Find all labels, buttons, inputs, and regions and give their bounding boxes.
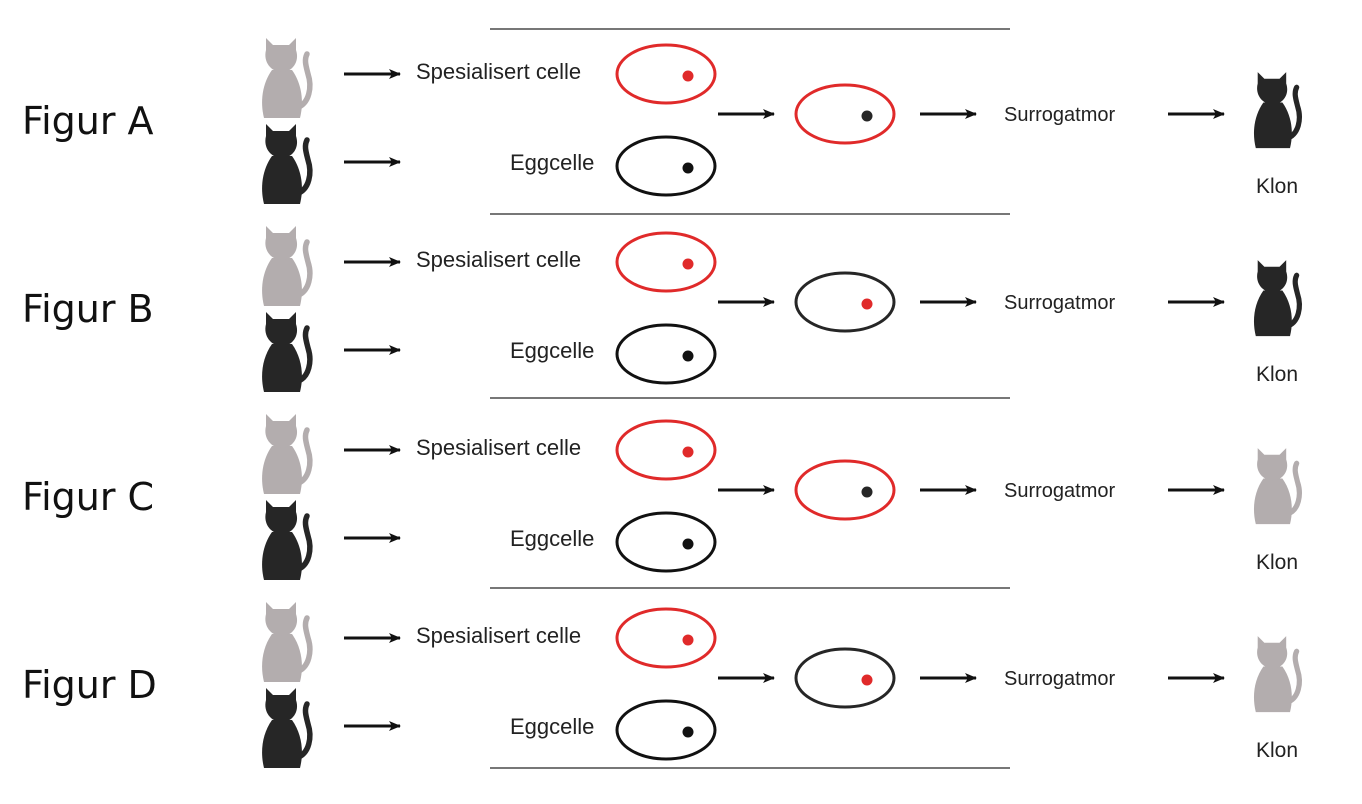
cell-membrane (615, 43, 717, 105)
egg-cell (615, 699, 717, 761)
cell-membrane (794, 83, 896, 145)
egg-donor-cat-icon (262, 500, 313, 580)
cell-nucleus (682, 634, 694, 646)
clone-cat-icon (1253, 636, 1302, 713)
cell-nucleus (682, 350, 694, 362)
clone-cat-icon (1253, 72, 1302, 149)
donor-cat-icon (262, 226, 313, 306)
figure-label: Figur A (22, 99, 154, 143)
clone-cat-icon (1253, 260, 1302, 337)
fused-cell (794, 271, 896, 333)
cell-membrane (794, 647, 896, 709)
surrogate-label: Surrogatmor (1004, 104, 1115, 126)
specialized-cell-label: Spesialisert celle (416, 435, 581, 460)
specialized-cell (615, 419, 717, 481)
cell-membrane (615, 607, 717, 669)
figure-label: Figur B (22, 287, 154, 331)
fused-cell (794, 83, 896, 145)
cell-nucleus (682, 446, 694, 458)
donor-cat-icon (262, 38, 313, 118)
cell-nucleus (682, 726, 694, 738)
egg-donor-cat-icon (262, 688, 313, 768)
specialized-cell (615, 231, 717, 293)
donor-cat-icon (262, 602, 313, 682)
specialized-cell (615, 43, 717, 105)
cell-nucleus (682, 162, 694, 174)
cell-nucleus (861, 110, 873, 122)
cell-nucleus (861, 674, 873, 686)
egg-donor-cat-icon (262, 124, 313, 204)
cell-membrane (794, 459, 896, 521)
cell-membrane (615, 231, 717, 293)
cell-nucleus (861, 486, 873, 498)
egg-cell (615, 323, 717, 385)
specialized-cell-label: Spesialisert celle (416, 247, 581, 272)
clone-label: Klon (1256, 363, 1298, 386)
specialized-cell-label: Spesialisert celle (416, 59, 581, 84)
fused-cell (794, 459, 896, 521)
cell-membrane (615, 135, 717, 197)
cell-membrane (794, 271, 896, 333)
cell-membrane (615, 699, 717, 761)
surrogate-label: Surrogatmor (1004, 480, 1115, 502)
egg-cell-label: Eggcelle (510, 150, 594, 175)
cell-membrane (615, 511, 717, 573)
cell-nucleus (682, 70, 694, 82)
specialized-cell-label: Spesialisert celle (416, 623, 581, 648)
surrogate-label: Surrogatmor (1004, 668, 1115, 690)
cell-nucleus (682, 538, 694, 550)
cell-membrane (615, 323, 717, 385)
surrogate-label: Surrogatmor (1004, 292, 1115, 314)
fused-cell (794, 647, 896, 709)
egg-cell (615, 511, 717, 573)
cell-nucleus (682, 258, 694, 270)
figure-label: Figur D (22, 663, 157, 707)
clone-cat-icon (1253, 448, 1302, 525)
specialized-cell (615, 607, 717, 669)
cell-nucleus (861, 298, 873, 310)
egg-cell-label: Eggcelle (510, 526, 594, 551)
donor-cat-icon (262, 414, 313, 494)
clone-label: Klon (1256, 551, 1298, 574)
figure-label: Figur C (22, 475, 154, 519)
cell-membrane (615, 419, 717, 481)
egg-cell (615, 135, 717, 197)
clone-label: Klon (1256, 739, 1298, 762)
clone-label: Klon (1256, 175, 1298, 198)
egg-cell-label: Eggcelle (510, 338, 594, 363)
egg-donor-cat-icon (262, 312, 313, 392)
egg-cell-label: Eggcelle (510, 714, 594, 739)
